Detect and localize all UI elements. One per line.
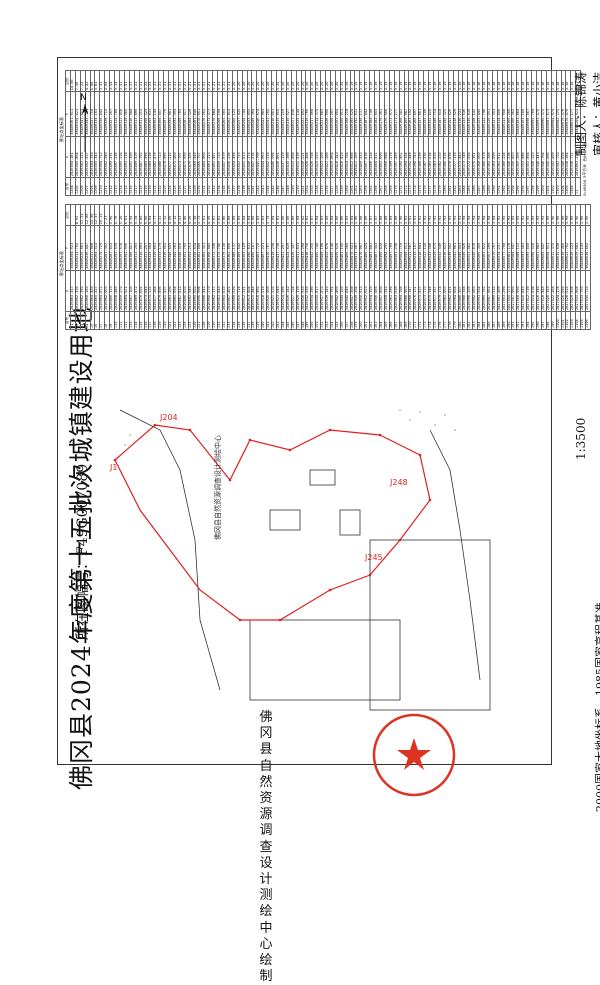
seal-icon [372,713,456,797]
map-label-a: J248 [389,478,408,487]
building-block [369,539,491,711]
map-drawing: J248 J245 J1 J204 佛冈县自然资源调查设计测绘中心 [109,409,491,711]
dist-cell: 3.96 [585,204,591,226]
producer-unit: 佛冈县自然资源调查设计测绘中心绘制 [259,710,273,985]
point-cell: J106 [585,311,591,330]
parcel-boundary [114,424,431,621]
map-label-e: 佛冈县自然资源调查设计测绘中心 [213,435,222,540]
table-title: 界址点坐标表 [59,250,64,277]
coordinate-note: 2000国家大地坐标系，1985国家高程基准。 [594,591,600,812]
y-cell: 38449636.602 [585,225,591,271]
boundary-points [113,423,432,622]
building-block-2 [249,619,401,701]
table-title-right: 界址点坐标表 [59,116,64,143]
terrain-dots [124,409,456,446]
map-maker: 制图人：陈锦涛 [574,71,588,156]
road-line-2 [429,429,481,681]
official-seal [369,710,459,804]
sheet-number: 所在图幅号：F49G007089 [75,463,91,640]
map-label-c: J1 [109,463,117,472]
x-cell: 2827035.725 [585,270,591,312]
north-arrow-icon: N [80,93,88,152]
map-label-d: J204 [159,413,178,422]
map-frame [57,57,552,765]
north-arrow: N [75,90,95,164]
map-label-b: J245 [364,553,383,562]
map-scale: 1:3500 [574,417,588,460]
point-cell: J1 [575,177,581,196]
map-checker: 审核人：黄小洁 [592,71,600,156]
north-label: N [80,93,87,103]
